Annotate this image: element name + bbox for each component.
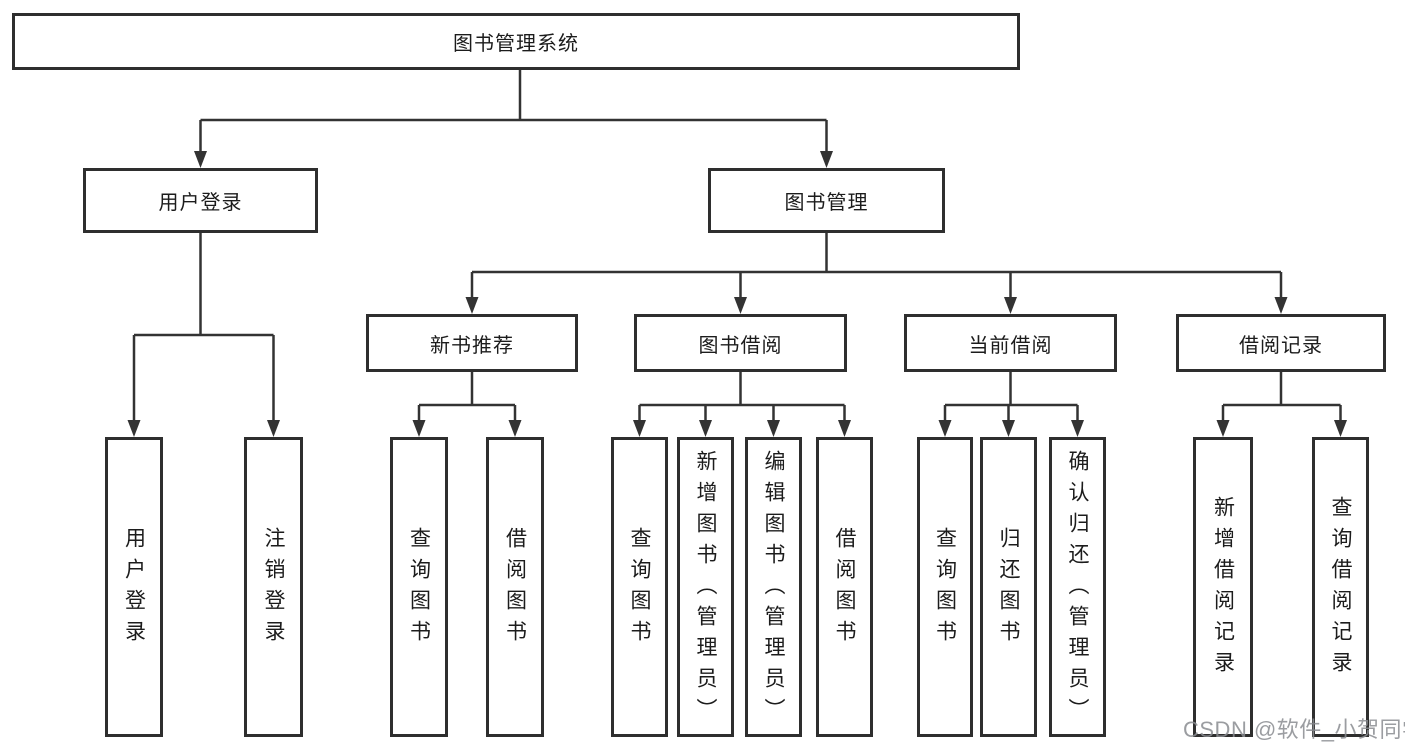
edge-book-management-to-level3 — [465, 233, 1288, 314]
csdn-watermark: CSDN @软件_小贺同学 — [1183, 717, 1405, 742]
edge-current-borrow-to-leaves — [938, 372, 1084, 437]
leaf-borrow-books: 借阅图书 — [816, 437, 873, 737]
leaf-edit-books-admin: 编辑图书（管理员） — [745, 437, 802, 737]
leaf-return-books: 归还图书 — [980, 437, 1037, 737]
leaf-borrow-books-recommend: 借阅图书 — [486, 437, 544, 737]
leaf-query-borrow-record: 查询借阅记录 — [1312, 437, 1369, 737]
leaf-logout: 注销登录 — [244, 437, 303, 737]
node-library-management-system: 图书管理系统 — [12, 13, 1020, 70]
leaf-confirm-return-admin: 确认归还（管理员） — [1049, 437, 1106, 737]
leaf-add-borrow-record: 新增借阅记录 — [1193, 437, 1253, 737]
edge-new-book-recommend-to-leaves — [412, 372, 522, 437]
edge-user-login-to-leaves — [127, 233, 280, 437]
leaf-query-books-recommend: 查询图书 — [390, 437, 448, 737]
edge-book-borrow-to-leaves — [633, 372, 851, 437]
leaf-add-books-admin: 新增图书（管理员） — [677, 437, 734, 737]
leaf-query-books-current: 查询图书 — [917, 437, 973, 737]
node-user-login: 用户登录 — [83, 168, 318, 233]
node-current-borrow: 当前借阅 — [904, 314, 1117, 372]
node-book-management: 图书管理 — [708, 168, 945, 233]
node-new-book-recommend: 新书推荐 — [366, 314, 578, 372]
leaf-query-books-borrow: 查询图书 — [611, 437, 668, 737]
leaf-user-login: 用户登录 — [105, 437, 163, 737]
edge-borrow-records-to-leaves — [1216, 372, 1347, 437]
node-borrow-records: 借阅记录 — [1176, 314, 1386, 372]
node-book-borrow: 图书借阅 — [634, 314, 847, 372]
edge-root-to-level2 — [194, 70, 833, 168]
